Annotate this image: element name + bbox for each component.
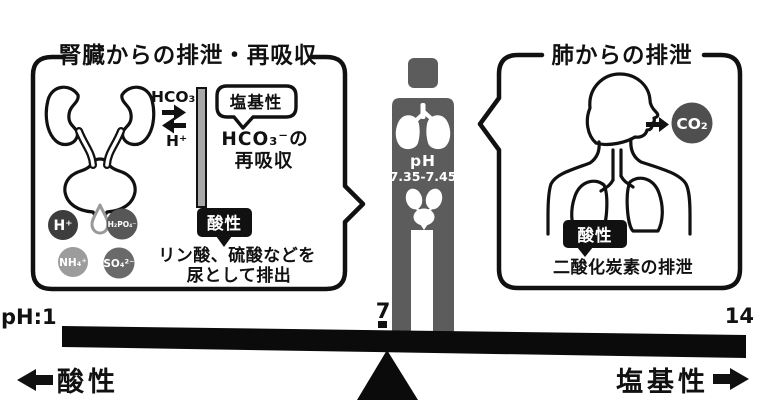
bladder-mini-shape [413, 208, 435, 226]
ph-min-label: pH:1 [1, 305, 57, 329]
exhale-arrow-icon [646, 117, 669, 132]
urine-drop-icon [90, 203, 110, 235]
reabsorption-caption-line2: 再吸収 [235, 151, 294, 172]
ph-label: pH [410, 152, 436, 170]
co2-label: CO₂ [676, 115, 707, 133]
right-lung-outline [625, 176, 664, 233]
nh4-ion-label: NH₄⁺ [59, 257, 87, 269]
left-panel-title: 腎臓からの排泄・再吸収 [59, 43, 318, 69]
exchange-arrows-icon [162, 104, 186, 134]
excreted-ion-circles: H⁺ H₂PO₄⁻ NH₄⁺ SO₄²⁻ [48, 208, 138, 279]
left-shoulder-arm-shape [546, 140, 601, 236]
left-acid-badge-label: 酸性 [207, 213, 242, 233]
urine-excretion-caption-line1: リン酸、硫酸などを [158, 245, 316, 266]
trachea-outline [611, 148, 623, 182]
right-acid-badge-label: 酸性 [578, 225, 613, 245]
pillar-slot [411, 230, 433, 332]
ph-max-label: 14 [725, 304, 754, 328]
ph7-tick [378, 321, 387, 328]
ph-range-value: 7.35-7.45 [390, 169, 457, 184]
ph-gauge-pillar: pH 7.35-7.45 [390, 58, 457, 332]
left-acid-badge: 酸性 [197, 208, 252, 247]
fulcrum-triangle [357, 350, 418, 400]
nh4-ion-circle [58, 247, 88, 277]
right-shoulder-arm-shape [629, 137, 692, 236]
right-kidney-mini-shape [425, 188, 443, 210]
so4-ion-label: SO₄²⁻ [103, 258, 134, 270]
h-ion-label: H⁺ [53, 218, 72, 234]
left-lung-lobe [395, 115, 420, 150]
so4-ion-circle [103, 247, 135, 279]
lungs-icon [395, 103, 451, 150]
human-body-illustration [546, 72, 692, 236]
right-kidney-shape [120, 85, 156, 147]
hco3-label: HCO₃⁻ [151, 88, 204, 106]
co2-circle [671, 102, 713, 144]
base-badge-bubble [215, 84, 298, 130]
arrow-right-icon [162, 104, 186, 121]
right-acid-badge-box [563, 220, 627, 248]
kidneys-icon [405, 188, 443, 230]
base-direction-arrow-icon [713, 368, 749, 390]
reabsorption-caption-line1: HCO₃⁻の [221, 129, 308, 150]
pillar-cap [408, 58, 438, 88]
acid-axis-label: 酸性 [57, 367, 119, 398]
h2po4-ion-label: H₂PO₄⁻ [108, 220, 137, 229]
left-kidney-mini-shape [405, 188, 423, 210]
head-profile-shape [585, 72, 660, 147]
ph-mid-label: 7 [376, 299, 391, 323]
co2-excretion-caption: 二酸化炭素の排泄 [553, 257, 693, 278]
urine-excretion-caption-line2: 尿として排出 [187, 265, 292, 286]
acid-direction-arrow-icon [17, 369, 53, 391]
right-panel-frame [477, 52, 743, 291]
right-ureter-lumen [105, 129, 123, 167]
h2po4-ion-circle [106, 208, 138, 240]
left-lung-outline [570, 179, 609, 235]
right-acid-badge: 酸性 [563, 220, 627, 257]
left-panel-frame [30, 54, 366, 292]
left-acid-badge-box [197, 208, 252, 237]
base-axis-label: 塩基性 [616, 367, 709, 398]
h-plus-label: H⁺ [166, 132, 187, 150]
balance-beam [62, 326, 746, 358]
membrane-divider-bar [196, 87, 207, 208]
right-lung-lobe [426, 115, 451, 150]
left-kidney-shape [44, 85, 80, 147]
h-ion-circle [48, 210, 78, 240]
base-badge-label: 塩基性 [230, 92, 283, 112]
arrow-left-icon [162, 117, 186, 134]
left-acid-badge-tail [216, 236, 232, 247]
bladder-mini-tip [420, 224, 428, 230]
right-acid-badge-tail [577, 247, 593, 257]
right-panel-title: 肺からの排泄 [551, 43, 692, 69]
bronchi-outline [599, 174, 635, 193]
left-ureter-lumen [77, 129, 95, 167]
